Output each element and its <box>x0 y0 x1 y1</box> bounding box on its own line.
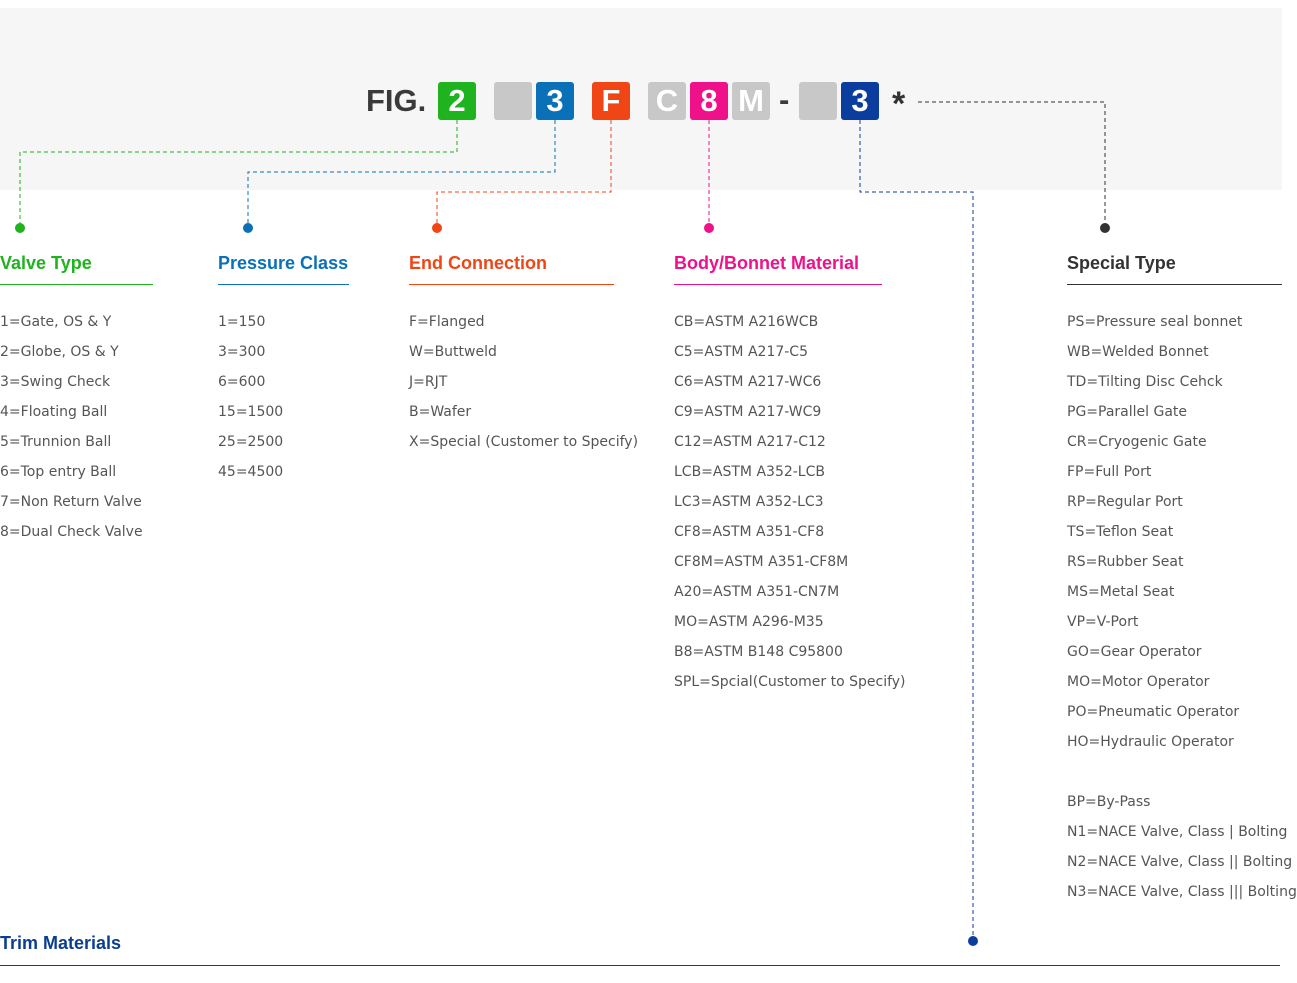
dot-special-type <box>1100 223 1110 233</box>
list-item: MS=Metal Seat <box>1067 584 1175 600</box>
list-item: 4=Floating Ball <box>0 404 108 420</box>
list-item: MO=ASTM A296-M35 <box>674 614 824 630</box>
list-item: 1=Gate, OS & Y <box>0 314 112 330</box>
list-item: 1=150 <box>218 314 266 330</box>
connector-trim <box>859 120 974 940</box>
valve-type-list: 1=Gate, OS & Y 2=Globe, OS & Y 3=Swing Che… <box>0 285 153 547</box>
code-box-c: C <box>648 82 686 120</box>
list-item <box>1067 757 1282 787</box>
list-item: RS=Rubber Seat <box>1067 554 1184 570</box>
list-item: N2=NACE Valve, Class || Bolting <box>1067 854 1293 870</box>
code-box-trim: 3 <box>841 82 879 120</box>
figure-banner <box>0 8 1282 190</box>
list-item: 15=1500 <box>218 404 284 420</box>
body-material-title: Body/Bonnet Material <box>674 252 882 285</box>
list-item: 6=600 <box>218 374 266 390</box>
list-item: 25=2500 <box>218 434 284 450</box>
list-item: PG=Parallel Gate <box>1067 404 1188 420</box>
dot-pressure-class <box>243 223 253 233</box>
list-item: TD=Tilting Disc Cehck <box>1067 374 1223 390</box>
code-box-body-material: 8 <box>690 82 728 120</box>
list-item: BP=By-Pass <box>1067 794 1151 810</box>
code-separator: - <box>779 82 790 117</box>
list-item: N1=NACE Valve, Class | Bolting <box>1067 824 1288 840</box>
list-item: C12=ASTM A217-C12 <box>674 434 826 450</box>
list-item: MO=Motor Operator <box>1067 674 1210 690</box>
column-body-material: Body/Bonnet Material CB=ASTM A216WCB C5=A… <box>674 252 906 697</box>
list-item: RP=Regular Port <box>1067 494 1183 510</box>
list-item: 2=Globe, OS & Y <box>0 344 119 360</box>
list-item: TS=Teflon Seat <box>1067 524 1174 540</box>
list-item: LC3=ASTM A352-LC3 <box>674 494 824 510</box>
list-item: PS=Pressure seal bonnet <box>1067 314 1243 330</box>
list-item: SPL=Spcial(Customer to Specify) <box>674 674 906 690</box>
list-item: LCB=ASTM A352-LCB <box>674 464 825 480</box>
code-box-pressure-class: 3 <box>536 82 574 120</box>
list-item: 8=Dual Check Valve <box>0 524 143 540</box>
list-item: CF8=ASTM A351-CF8 <box>674 524 825 540</box>
valve-type-title: Valve Type <box>0 252 153 285</box>
list-item: B=Wafer <box>409 404 472 420</box>
connector-pressure-class <box>247 120 556 228</box>
code-box-blank-1 <box>494 82 532 120</box>
list-item: X=Special (Customer to Specify) <box>409 434 639 450</box>
list-item: VP=V-Port <box>1067 614 1139 630</box>
list-item: N3=NACE Valve, Class ||| Bolting <box>1067 884 1297 900</box>
trim-materials-title: Trim Materials <box>0 933 122 953</box>
list-item: 3=300 <box>218 344 266 360</box>
dot-body-material <box>704 223 714 233</box>
connector-valve-type <box>19 120 458 228</box>
dot-trim <box>968 936 978 946</box>
code-box-valve-type: 2 <box>438 82 476 120</box>
list-item: FP=Full Port <box>1067 464 1152 480</box>
list-item: J=RJT <box>409 374 448 390</box>
list-item: 7=Non Return Valve <box>0 494 142 510</box>
connector-end-connection <box>436 120 612 228</box>
column-pressure-class: Pressure Class 1=150 3=300 6=600 15=1500 25=… <box>218 252 349 487</box>
list-item: CR=Cryogenic Gate <box>1067 434 1207 450</box>
list-item: CF8M=ASTM A351-CF8M <box>674 554 849 570</box>
code-box-blank-2 <box>799 82 837 120</box>
list-item: C6=ASTM A217-WC6 <box>674 374 822 390</box>
list-item: 5=Trunnion Ball <box>0 434 112 450</box>
pressure-class-title: Pressure Class <box>218 252 349 285</box>
end-connection-title: End Connection <box>409 252 614 285</box>
connector-special-type <box>918 101 1106 228</box>
list-item: 45=4500 <box>218 464 284 480</box>
list-item: 6=Top entry Ball <box>0 464 117 480</box>
list-item: C5=ASTM A217-C5 <box>674 344 808 360</box>
asterisk-marker: * <box>892 85 906 123</box>
pressure-class-list: 1=150 3=300 6=600 15=1500 25=2500 45=4500 <box>218 285 349 487</box>
list-item: C9=ASTM A217-WC9 <box>674 404 822 420</box>
list-item: GO=Gear Operator <box>1067 644 1202 660</box>
trim-materials-rule <box>0 965 1280 966</box>
code-box-end-connection: F <box>592 82 630 120</box>
list-item: B8=ASTM B148 C95800 <box>674 644 843 660</box>
list-item: HO=Hydraulic Operator <box>1067 734 1234 750</box>
special-type-title: Special Type <box>1067 252 1282 285</box>
list-item: PO=Pneumatic Operator <box>1067 704 1240 720</box>
fig-prefix: FIG. <box>366 83 427 118</box>
code-box-m: M <box>732 82 770 120</box>
list-item: 3=Swing Check <box>0 374 111 390</box>
list-item: WB=Welded Bonnet <box>1067 344 1209 360</box>
list-item: W=Buttweld <box>409 344 497 360</box>
list-item: F=Flanged <box>409 314 485 330</box>
list-item: CB=ASTM A216WCB <box>674 314 819 330</box>
dot-end-connection <box>432 223 442 233</box>
list-item: A20=ASTM A351-CN7M <box>674 584 840 600</box>
column-valve-type: Valve Type 1=Gate, OS & Y 2=Globe, OS & Y… <box>0 252 153 547</box>
dot-valve-type <box>15 223 25 233</box>
